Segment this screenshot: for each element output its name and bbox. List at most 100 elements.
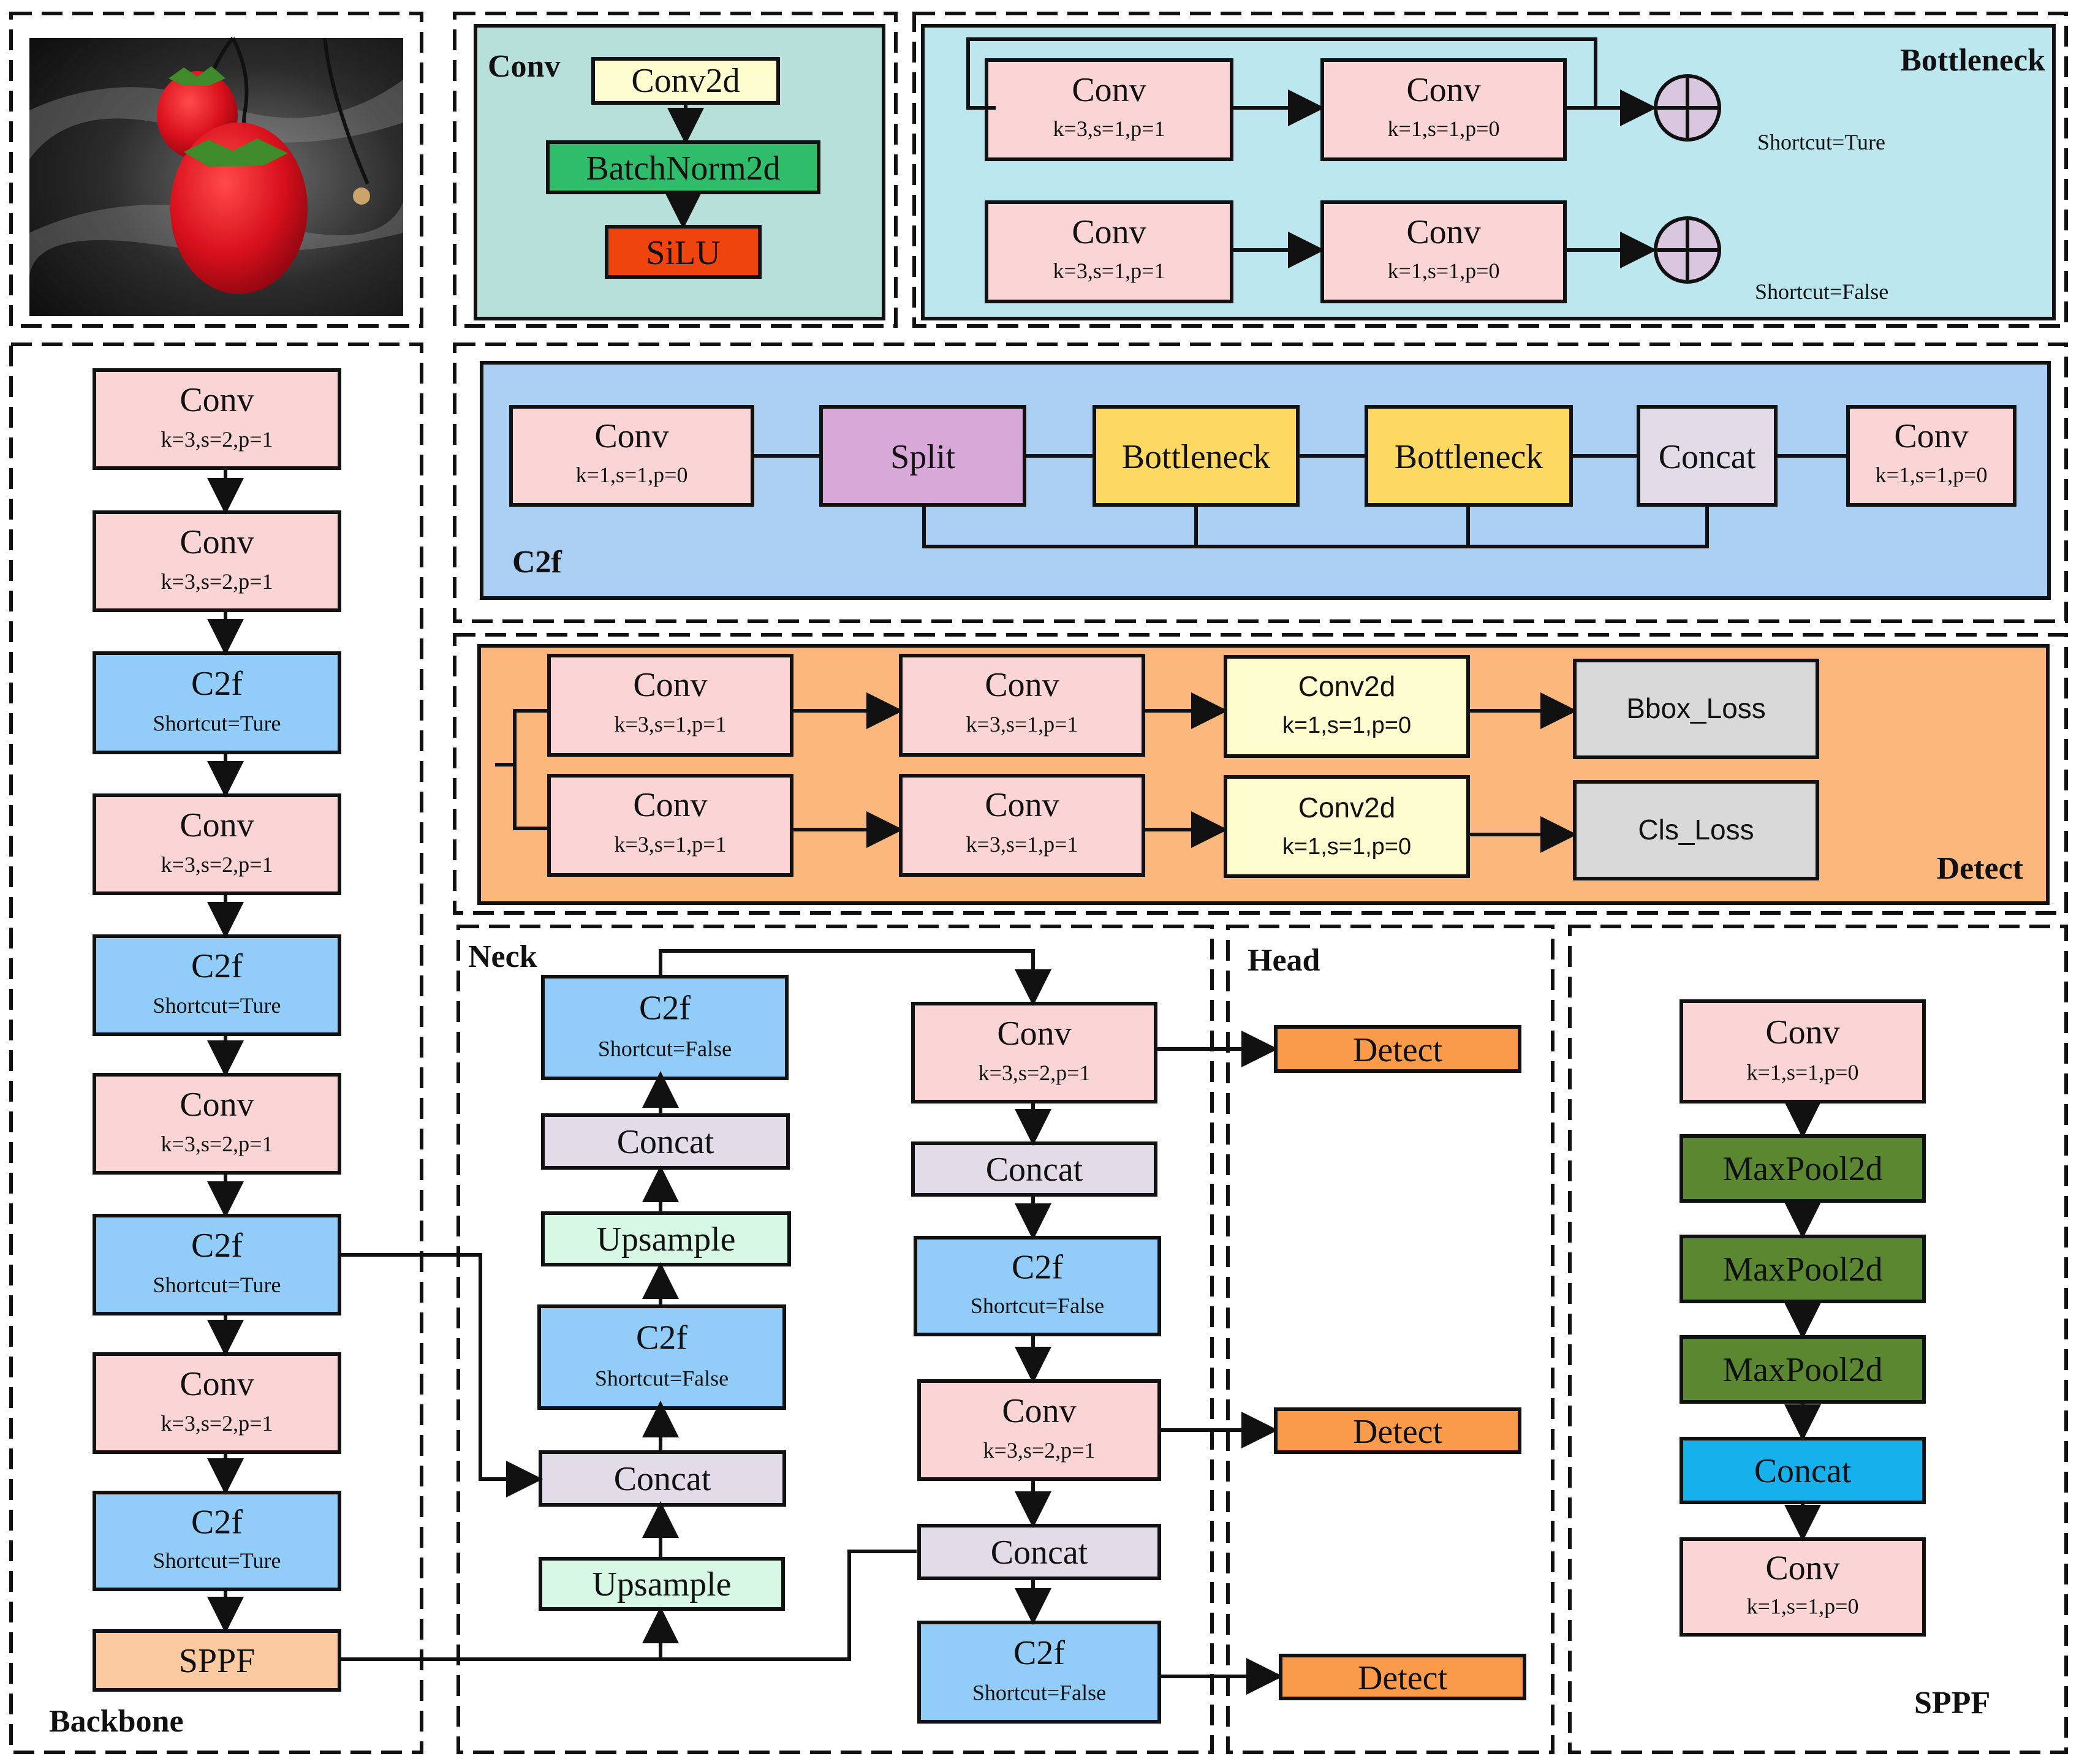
- backbone-conv-8-param: k=3,s=2,p=1: [161, 1411, 273, 1436]
- detect-top-conv-a-label: Conv: [633, 666, 707, 704]
- neck-top-crossover: [659, 949, 1051, 1006]
- neck-right-c2f-6: [917, 1621, 1161, 1724]
- backbone-c2f-7-param: Shortcut=Ture: [153, 1273, 281, 1297]
- conv-module-region: [453, 12, 898, 328]
- detect-top-conv-a: [547, 654, 793, 757]
- bottleneck-shortcut-line: [966, 37, 1597, 110]
- sppf-maxpool2d-4-label: MaxPool2d: [1722, 1351, 1882, 1389]
- sppf-title: SPPF: [1914, 1686, 1990, 1720]
- sppf-concat-5: [1679, 1437, 1926, 1504]
- backbone-c2f-3: [93, 651, 341, 754]
- neck-right-concat-5-label: Concat: [991, 1534, 1088, 1572]
- sppf-conv-6-label: Conv: [1765, 1550, 1839, 1588]
- c2f-conv-in-param: k=1,s=1,p=0: [576, 463, 688, 487]
- neck-left-c2f-4-param: Shortcut=False: [595, 1366, 729, 1390]
- sppf-to-neck-right-concat: [661, 1550, 917, 1661]
- bottleneck-row2-conv-a-param: k=3,s=1,p=1: [1053, 259, 1165, 283]
- head-detect-1-label: Detect: [1353, 1031, 1443, 1069]
- detect-module-region: [453, 633, 2068, 915]
- c2f-concat: [1637, 405, 1778, 507]
- detect-bottom-conv-b-param: k=3,s=1,p=1: [966, 832, 1078, 857]
- add-icon: [1654, 74, 1721, 142]
- neck-left-c2f-1-param: Shortcut=False: [598, 1036, 732, 1061]
- neck-right-c2f-6-label: C2f: [1013, 1634, 1065, 1672]
- neck-left-c2f-1-label: C2f: [639, 990, 691, 1028]
- sppf-conv-1-label: Conv: [1765, 1013, 1839, 1051]
- detect-bottom-conv-a-param: k=3,s=1,p=1: [615, 832, 727, 857]
- backbone-c2f-7: [93, 1214, 341, 1315]
- detect-bottom-conv2d-param: k=1,s=1,p=0: [1282, 834, 1411, 860]
- detect-bottom-conv-b-label: Conv: [985, 786, 1059, 824]
- neck-right-concat-2-label: Concat: [986, 1151, 1083, 1189]
- cls-loss-label: Cls_Loss: [1638, 814, 1754, 846]
- bottleneck-module-region: [912, 12, 2068, 328]
- neck-right-conv-1-label: Conv: [997, 1015, 1071, 1053]
- head-region: [1226, 925, 1555, 1754]
- sppf-conv-6: [1679, 1537, 1926, 1637]
- bottleneck-row1-conv-b: [1320, 58, 1567, 161]
- c2f-conv-in: [509, 405, 754, 507]
- backbone-c2f-5: [93, 934, 341, 1036]
- backbone-c2f-9: [93, 1491, 341, 1591]
- bbox-loss-label: Bbox_Loss: [1626, 692, 1766, 724]
- sppf-module-region: [1568, 925, 2068, 1754]
- bbox-loss-box: [1573, 659, 1819, 759]
- bottleneck-row1-conv-a-label: Conv: [1072, 71, 1146, 109]
- sppf-to-neck-upsample: [339, 1607, 679, 1661]
- backbone-conv-2: [93, 510, 341, 612]
- head-detect-2-label: Detect: [1353, 1413, 1443, 1451]
- photo-region: [9, 12, 423, 328]
- backbone-conv-1: [93, 368, 341, 470]
- neck-region: [456, 925, 1214, 1754]
- neck-right-concat-5: [917, 1524, 1161, 1580]
- backbone-conv-6-param: k=3,s=2,p=1: [161, 1132, 273, 1156]
- pipeline-nodes: Convk=3,s=2,p=1Convk=3,s=2,p=1C2fShortcu…: [93, 368, 1926, 1724]
- backbone-c2f-to-neck-concat: [339, 1253, 543, 1497]
- backbone-c2f-9-param: Shortcut=Ture: [153, 1548, 281, 1573]
- bottleneck-row2-shortcut: Shortcut=False: [1755, 279, 1888, 304]
- detect-bottom-conv-a-label: Conv: [633, 786, 707, 824]
- detect-bottom-conv-b: [899, 774, 1145, 877]
- detect-top-conv-a-param: k=3,s=1,p=1: [615, 712, 727, 736]
- detect-bottom-conv-a: [547, 774, 793, 877]
- silu-label: SiLU: [646, 234, 720, 272]
- neck-right-concat-2: [911, 1141, 1157, 1197]
- detect-bottom-conv2d-label: Conv2d: [1298, 792, 1396, 823]
- neck-left-c2f-4: [537, 1304, 786, 1410]
- backbone-sppf-10-label: SPPF: [179, 1642, 256, 1680]
- head-detect-1: [1274, 1025, 1521, 1073]
- detect-top-conv-b-label: Conv: [985, 666, 1059, 704]
- c2f-module-title: C2f: [512, 545, 562, 580]
- detect-branch-line: [495, 709, 549, 767]
- backbone-conv-2-param: k=3,s=2,p=1: [161, 569, 273, 594]
- neck-left-concat-5: [539, 1450, 786, 1507]
- c2f-bottleneck-1-label: Bottleneck: [1122, 438, 1271, 476]
- neck-right-c2f-3-param: Shortcut=False: [971, 1293, 1104, 1318]
- head-detect-3: [1279, 1654, 1526, 1700]
- backbone-conv-6: [93, 1073, 341, 1175]
- sppf-conv-6-param: k=1,s=1,p=0: [1747, 1594, 1859, 1619]
- batchnorm2d-label: BatchNorm2d: [586, 150, 780, 187]
- backbone-conv-6-label: Conv: [180, 1086, 254, 1124]
- silu-box: [605, 225, 762, 279]
- backbone-c2f-3-label: C2f: [191, 665, 243, 703]
- batchnorm2d-box: [546, 140, 820, 194]
- neck-left-upsample-6: [539, 1557, 785, 1611]
- backbone-title: Backbone: [49, 1704, 184, 1739]
- cls-loss-box: [1573, 780, 1819, 880]
- backbone-conv-2-label: Conv: [180, 523, 254, 561]
- backbone-conv-4-param: k=3,s=2,p=1: [161, 852, 273, 877]
- c2f-module-region: [453, 343, 2068, 623]
- detect-top-conv2d: [1224, 655, 1470, 758]
- neck-right-c2f-3-label: C2f: [1012, 1248, 1063, 1286]
- backbone-conv-1-param: k=3,s=2,p=1: [161, 427, 273, 452]
- bottleneck-row1-shortcut: Shortcut=Ture: [1757, 130, 1885, 154]
- c2f-split-label: Split: [890, 438, 955, 476]
- backbone-c2f-9-label: C2f: [191, 1503, 243, 1541]
- conv2d-box: [591, 57, 780, 105]
- c2f-split: [819, 405, 1026, 507]
- c2f-conv-out-label: Conv: [1894, 417, 1968, 455]
- c2f-bottleneck-1: [1093, 405, 1300, 507]
- head-detect-2: [1274, 1407, 1521, 1454]
